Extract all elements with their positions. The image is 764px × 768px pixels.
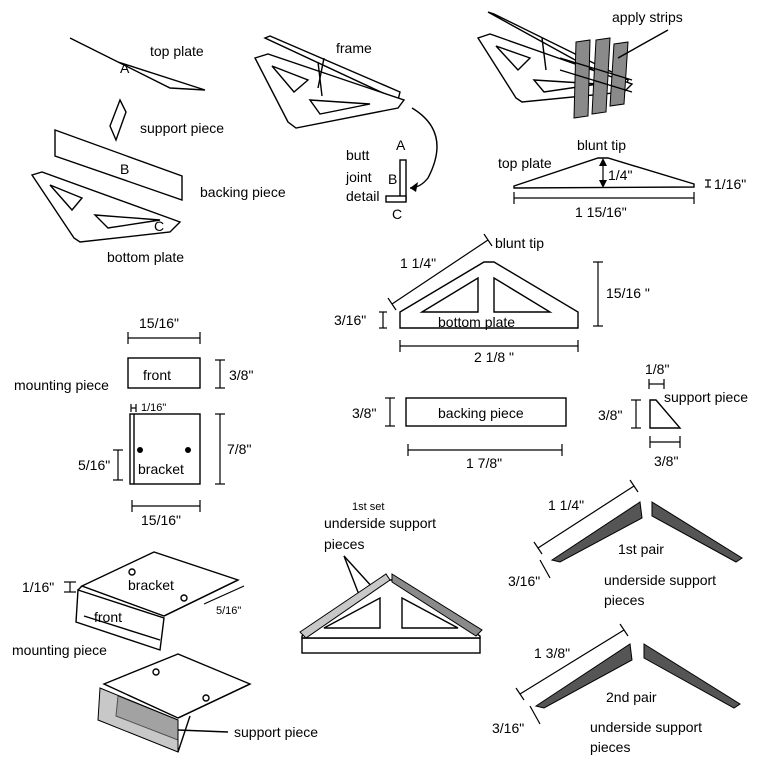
dim-1-16: 1/16"	[714, 176, 746, 192]
label-underside-support-2: underside support	[604, 572, 716, 588]
second-pair-right	[643, 643, 741, 709]
mounting-bracket-3d: bracket front 1/16" 5/16" mounting piece…	[12, 551, 318, 753]
label-c: C	[154, 218, 164, 234]
label-bracket-2: bracket	[128, 577, 174, 593]
underside-strip-left	[299, 573, 391, 639]
first-set-assembly: 1st set underside support pieces	[299, 501, 483, 654]
detail-arrow	[409, 107, 438, 189]
dim-1-3-8: 1 3/8"	[534, 645, 570, 661]
label-apply-strips: apply strips	[612, 9, 683, 25]
detail-label-a: A	[396, 137, 406, 153]
bottom-plate-dimension: blunt tip 1 1/4" bottom plate 3/16" 15/1…	[334, 233, 650, 365]
label-support-piece-3: support piece	[234, 724, 318, 740]
hole-right	[185, 447, 191, 453]
dim-3-16: 3/16"	[334, 312, 366, 328]
label-backing-piece-2: backing piece	[438, 405, 524, 421]
top-plate-part	[69, 37, 206, 91]
hole-left	[137, 447, 143, 453]
dim-5-16-b: 5/16"	[216, 605, 241, 617]
second-pair: 1 3/8" 2nd pair 3/16" underside support …	[492, 623, 741, 755]
label-pieces-2: pieces	[604, 592, 644, 608]
dim-quarter: 1/4"	[608, 167, 632, 183]
underside-strip-right	[391, 573, 483, 637]
detail-label-c: C	[392, 206, 402, 222]
support-piece-dimension: 1/8" support piece 3/8" 3/8"	[598, 361, 748, 469]
label-bracket: bracket	[138, 461, 184, 477]
dim-1-16-b: 1/16"	[141, 402, 166, 414]
label-top-plate: top plate	[150, 43, 204, 59]
frame-view: frame	[253, 35, 438, 192]
dim-3-8-backing: 3/8"	[352, 405, 376, 421]
frame-part	[253, 53, 406, 129]
dim-1-15-16: 1 15/16"	[575, 204, 627, 220]
label-second-pair: 2nd pair	[606, 689, 657, 705]
svg-text:butt: butt	[346, 147, 369, 163]
label-bottom-plate-2: bottom plate	[438, 314, 515, 330]
label-pieces: pieces	[324, 536, 364, 552]
label-support-piece-2: support piece	[664, 389, 748, 405]
dim-5-16: 5/16"	[78, 457, 110, 473]
dim-1-8: 1/8"	[645, 361, 669, 377]
first-pair-right	[651, 501, 743, 563]
dim-2-1-8: 2 1/8 "	[474, 349, 514, 365]
support-piece-shape	[649, 399, 682, 429]
label-mounting-piece-2: mounting piece	[12, 642, 107, 658]
svg-text:joint: joint	[345, 169, 372, 185]
label-front: front	[143, 367, 171, 383]
backing-strip	[301, 637, 481, 654]
label-underside-support-3: underside support	[590, 719, 702, 735]
dim-3-16-c: 3/16"	[492, 720, 524, 736]
label-a: A	[120, 60, 130, 76]
butt-joint-detail: butt joint detail A B C	[345, 137, 407, 222]
top-plate-dimension: blunt tip top plate 1/4" 1/16" 1 15/16"	[498, 137, 746, 220]
svg-text:detail: detail	[346, 188, 379, 204]
dim-1-1-4-b: 1 1/4"	[548, 497, 584, 513]
support-piece-part	[109, 98, 127, 142]
detail-label-b: B	[388, 171, 397, 187]
label-mounting-piece: mounting piece	[14, 377, 109, 393]
dim-3-16-b: 3/16"	[508, 573, 540, 589]
backing-piece-dimension: 3/8" backing piece 1 7/8"	[352, 397, 567, 471]
label-b: B	[120, 161, 129, 177]
label-blunt-tip: blunt tip	[577, 137, 626, 153]
support-piece-shading	[115, 695, 179, 741]
label-first-set: 1st set	[352, 501, 384, 513]
label-blunt-tip-2: blunt tip	[495, 235, 544, 251]
label-bottom-plate: bottom plate	[107, 249, 184, 265]
second-pair-left	[534, 643, 633, 709]
label-pieces-3: pieces	[590, 739, 630, 755]
label-backing-piece: backing piece	[200, 184, 286, 200]
label-underside-support: underside support	[324, 515, 436, 531]
first-pair-left	[550, 501, 643, 563]
bottom-plate-part	[30, 171, 182, 243]
dim-15-16-top: 15/16"	[139, 315, 179, 331]
strip-1	[573, 39, 591, 119]
label-frame: frame	[336, 40, 372, 56]
dim-1-16-c: 1/16"	[22, 579, 54, 595]
front-bracket-dimension: 15/16" front 3/8" mounting piece 1/16" b…	[14, 315, 253, 528]
dim-15-16-bottom: 15/16"	[141, 512, 181, 528]
label-top-plate-2: top plate	[498, 155, 552, 171]
dim-7-8: 7/8"	[227, 441, 251, 457]
backing-rect	[405, 397, 567, 427]
dim-15-16-h: 15/16 "	[606, 285, 650, 301]
dim-3-8-sp-w: 3/8"	[654, 453, 678, 469]
label-support-piece: support piece	[140, 120, 224, 136]
front-rect	[127, 357, 201, 389]
label-front-2: front	[94, 609, 122, 625]
dim-1-7-8: 1 7/8"	[466, 455, 502, 471]
strip-2	[591, 37, 611, 115]
dim-1-1-4: 1 1/4"	[400, 255, 436, 271]
dim-3-8-sp-h: 3/8"	[598, 407, 622, 423]
label-first-pair: 1st pair	[618, 541, 664, 557]
backing-piece-part	[54, 129, 183, 201]
dim-3-8-front: 3/8"	[229, 367, 253, 383]
apply-strips-view: apply strips	[476, 9, 683, 119]
first-pair: 1 1/4" 1st pair 3/16" underside support …	[508, 479, 743, 608]
exploded-view: A top plate support piece B backing piec…	[30, 37, 286, 265]
